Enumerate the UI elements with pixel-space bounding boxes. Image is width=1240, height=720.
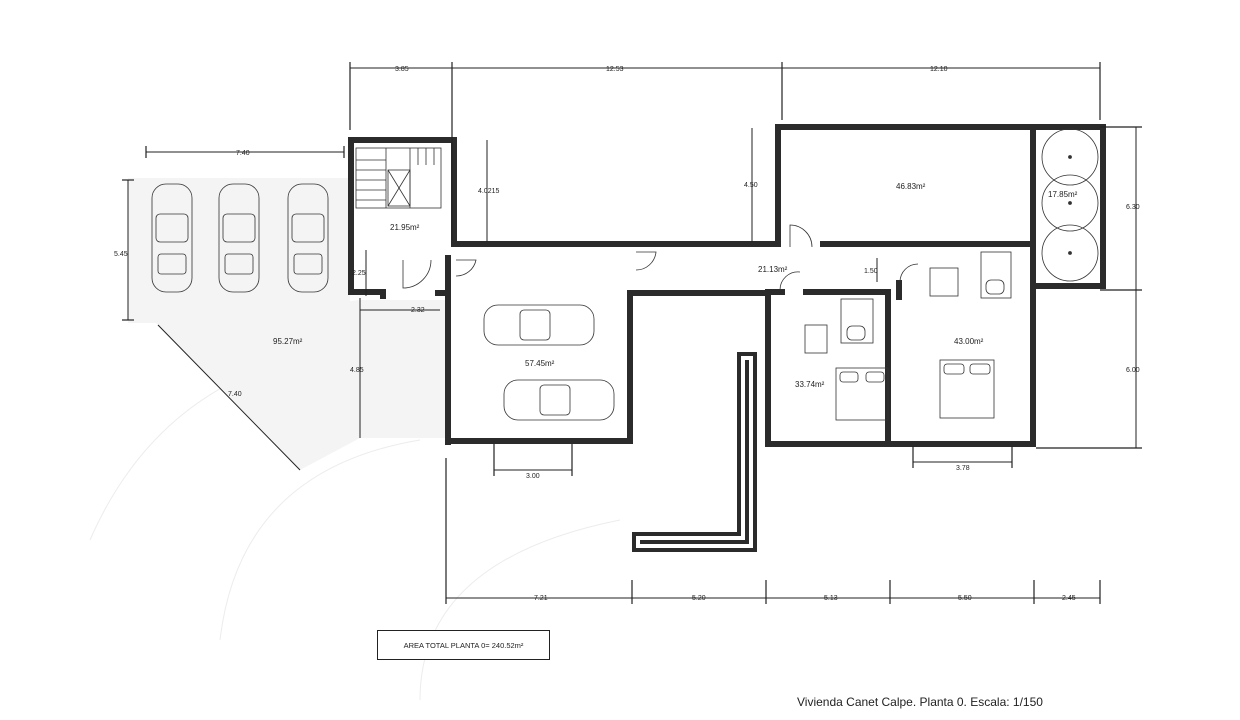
dim-garage-door: 3.00	[526, 473, 540, 480]
garage-cars	[483, 304, 615, 421]
dim-right-bottom: 6.00	[1126, 367, 1140, 374]
area-bedroom1: 33.74m²	[795, 380, 825, 389]
dim-living-h: 4.50	[744, 182, 758, 189]
area-tanks: 17.85m²	[1048, 190, 1078, 199]
parking-area	[128, 178, 350, 323]
walls	[348, 124, 1106, 552]
dim-left-h: 4.85	[350, 367, 364, 374]
dim-stair-h: 4.0215	[478, 188, 500, 195]
dimension-lines	[122, 62, 1142, 604]
area-living: 46.83m²	[896, 182, 926, 191]
car-1	[151, 183, 193, 293]
dim-top3: 12.10	[930, 66, 948, 73]
water-tanks	[1041, 128, 1099, 282]
dim-left-w: 2.32	[411, 307, 425, 314]
area-hall: 21.13m²	[758, 265, 788, 274]
dim-bed-window: 3.78	[956, 465, 970, 472]
patio-paving	[155, 300, 448, 470]
stair-symbol	[355, 147, 442, 209]
dim-top1: 3.85	[395, 66, 409, 73]
car-2	[218, 183, 260, 293]
dim-top2: 12.53	[606, 66, 624, 73]
dim-bot1: 7.21	[534, 595, 548, 602]
dim-bot4: 5.50	[958, 595, 972, 602]
dim-corridor: 1.50	[864, 268, 878, 275]
area-patio: 95.27m²	[273, 337, 303, 346]
furniture	[804, 251, 1012, 421]
parked-cars	[151, 183, 329, 293]
dim-bot5: 2.45	[1062, 595, 1076, 602]
dim-parking-w: 7.40	[236, 150, 250, 157]
dimension-labels: 3.85 12.53 12.10 7.40 5.45 4.0215 4.50 6…	[114, 66, 1140, 602]
dim-diag: 7.40	[228, 391, 242, 398]
plan-title: Vivienda Canet Calpe. Planta 0. Escala: …	[797, 695, 1043, 709]
dim-parking-h: 5.45	[114, 251, 128, 258]
area-garage: 57.45m²	[525, 359, 555, 368]
dim-right-top: 6.30	[1126, 204, 1140, 211]
room-areas: 21.95m² 95.27m² 57.45m² 21.13m² 46.83m² …	[273, 182, 1078, 389]
dim-left-small: 2.25	[352, 270, 366, 277]
doors	[402, 224, 919, 291]
car-3	[287, 183, 329, 293]
dim-bot2: 5.20	[692, 595, 706, 602]
total-area-box: AREA TOTAL PLANTA 0= 240.52m²	[377, 630, 550, 660]
dim-bot3: 5.13	[824, 595, 838, 602]
area-bedroom2: 43.00m²	[954, 337, 984, 346]
area-stairs: 21.95m²	[390, 223, 420, 232]
